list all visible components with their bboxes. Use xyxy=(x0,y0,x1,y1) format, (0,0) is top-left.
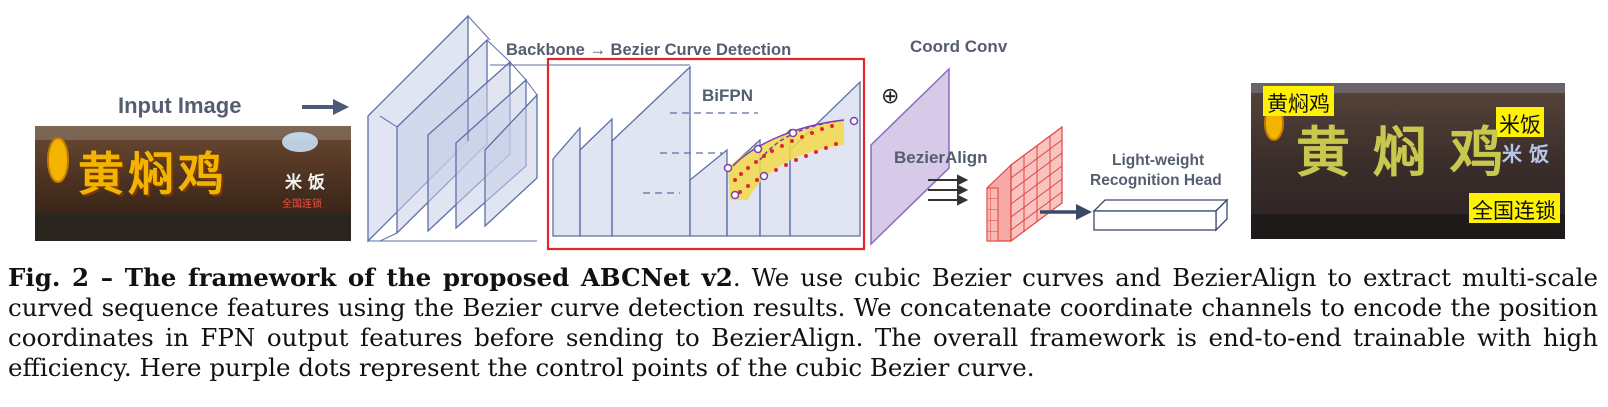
framework-figure xyxy=(35,14,1565,251)
backbone-label: Backbone → Bezier Curve Detection xyxy=(506,41,792,59)
output-image xyxy=(1251,83,1565,239)
input-sign-main-text: 黄焖鸡 xyxy=(78,147,228,201)
backbone-volumes xyxy=(367,14,538,243)
caption-sep: – xyxy=(89,263,125,292)
coord-conv-label: Coord Conv xyxy=(910,37,1008,56)
output-box-3: 全国连锁 xyxy=(1472,199,1556,223)
recognition-head-box xyxy=(1092,198,1229,232)
head-label-line2: Recognition Head xyxy=(1090,172,1222,189)
concat-symbol: ⊕ xyxy=(881,84,900,109)
input-arrow xyxy=(302,99,349,115)
caption-label: Fig. 2 xyxy=(8,263,90,292)
caption-body: . We use cubic Bezier curves and BezierA… xyxy=(8,263,1598,382)
output-sign-side-text: 米 饭 xyxy=(1502,142,1549,166)
output-box-1: 黄焖鸡 xyxy=(1267,92,1330,116)
figure-caption: Fig. 2 – The framework of the proposed A… xyxy=(8,263,1598,383)
bezieralign-feature xyxy=(986,125,1063,243)
bezier-curves xyxy=(723,116,859,200)
backbone-lines xyxy=(368,15,690,242)
detection-box xyxy=(546,57,866,251)
output-sign-main-text: 黄 焖 鸡 xyxy=(1296,121,1506,184)
input-image-label: Input Image xyxy=(118,93,242,118)
input-sign-side-text: 米 饭 xyxy=(285,173,325,193)
head-arrow xyxy=(1040,204,1092,220)
caption-title: The framework of the proposed ABCNet v2 xyxy=(124,263,733,292)
bifpn-dashes xyxy=(643,112,758,194)
bifpn-label: BiFPN xyxy=(702,86,753,105)
bezieralign-arrows xyxy=(928,174,969,206)
input-sign-small-text: 全国连锁 xyxy=(282,199,322,210)
output-box-2: 米饭 xyxy=(1499,113,1541,137)
coord-conv-plate xyxy=(870,67,950,246)
head-label-line1: Light-weight xyxy=(1112,152,1205,169)
input-image xyxy=(35,126,351,241)
bezieralign-label: BezierAlign xyxy=(894,148,988,167)
